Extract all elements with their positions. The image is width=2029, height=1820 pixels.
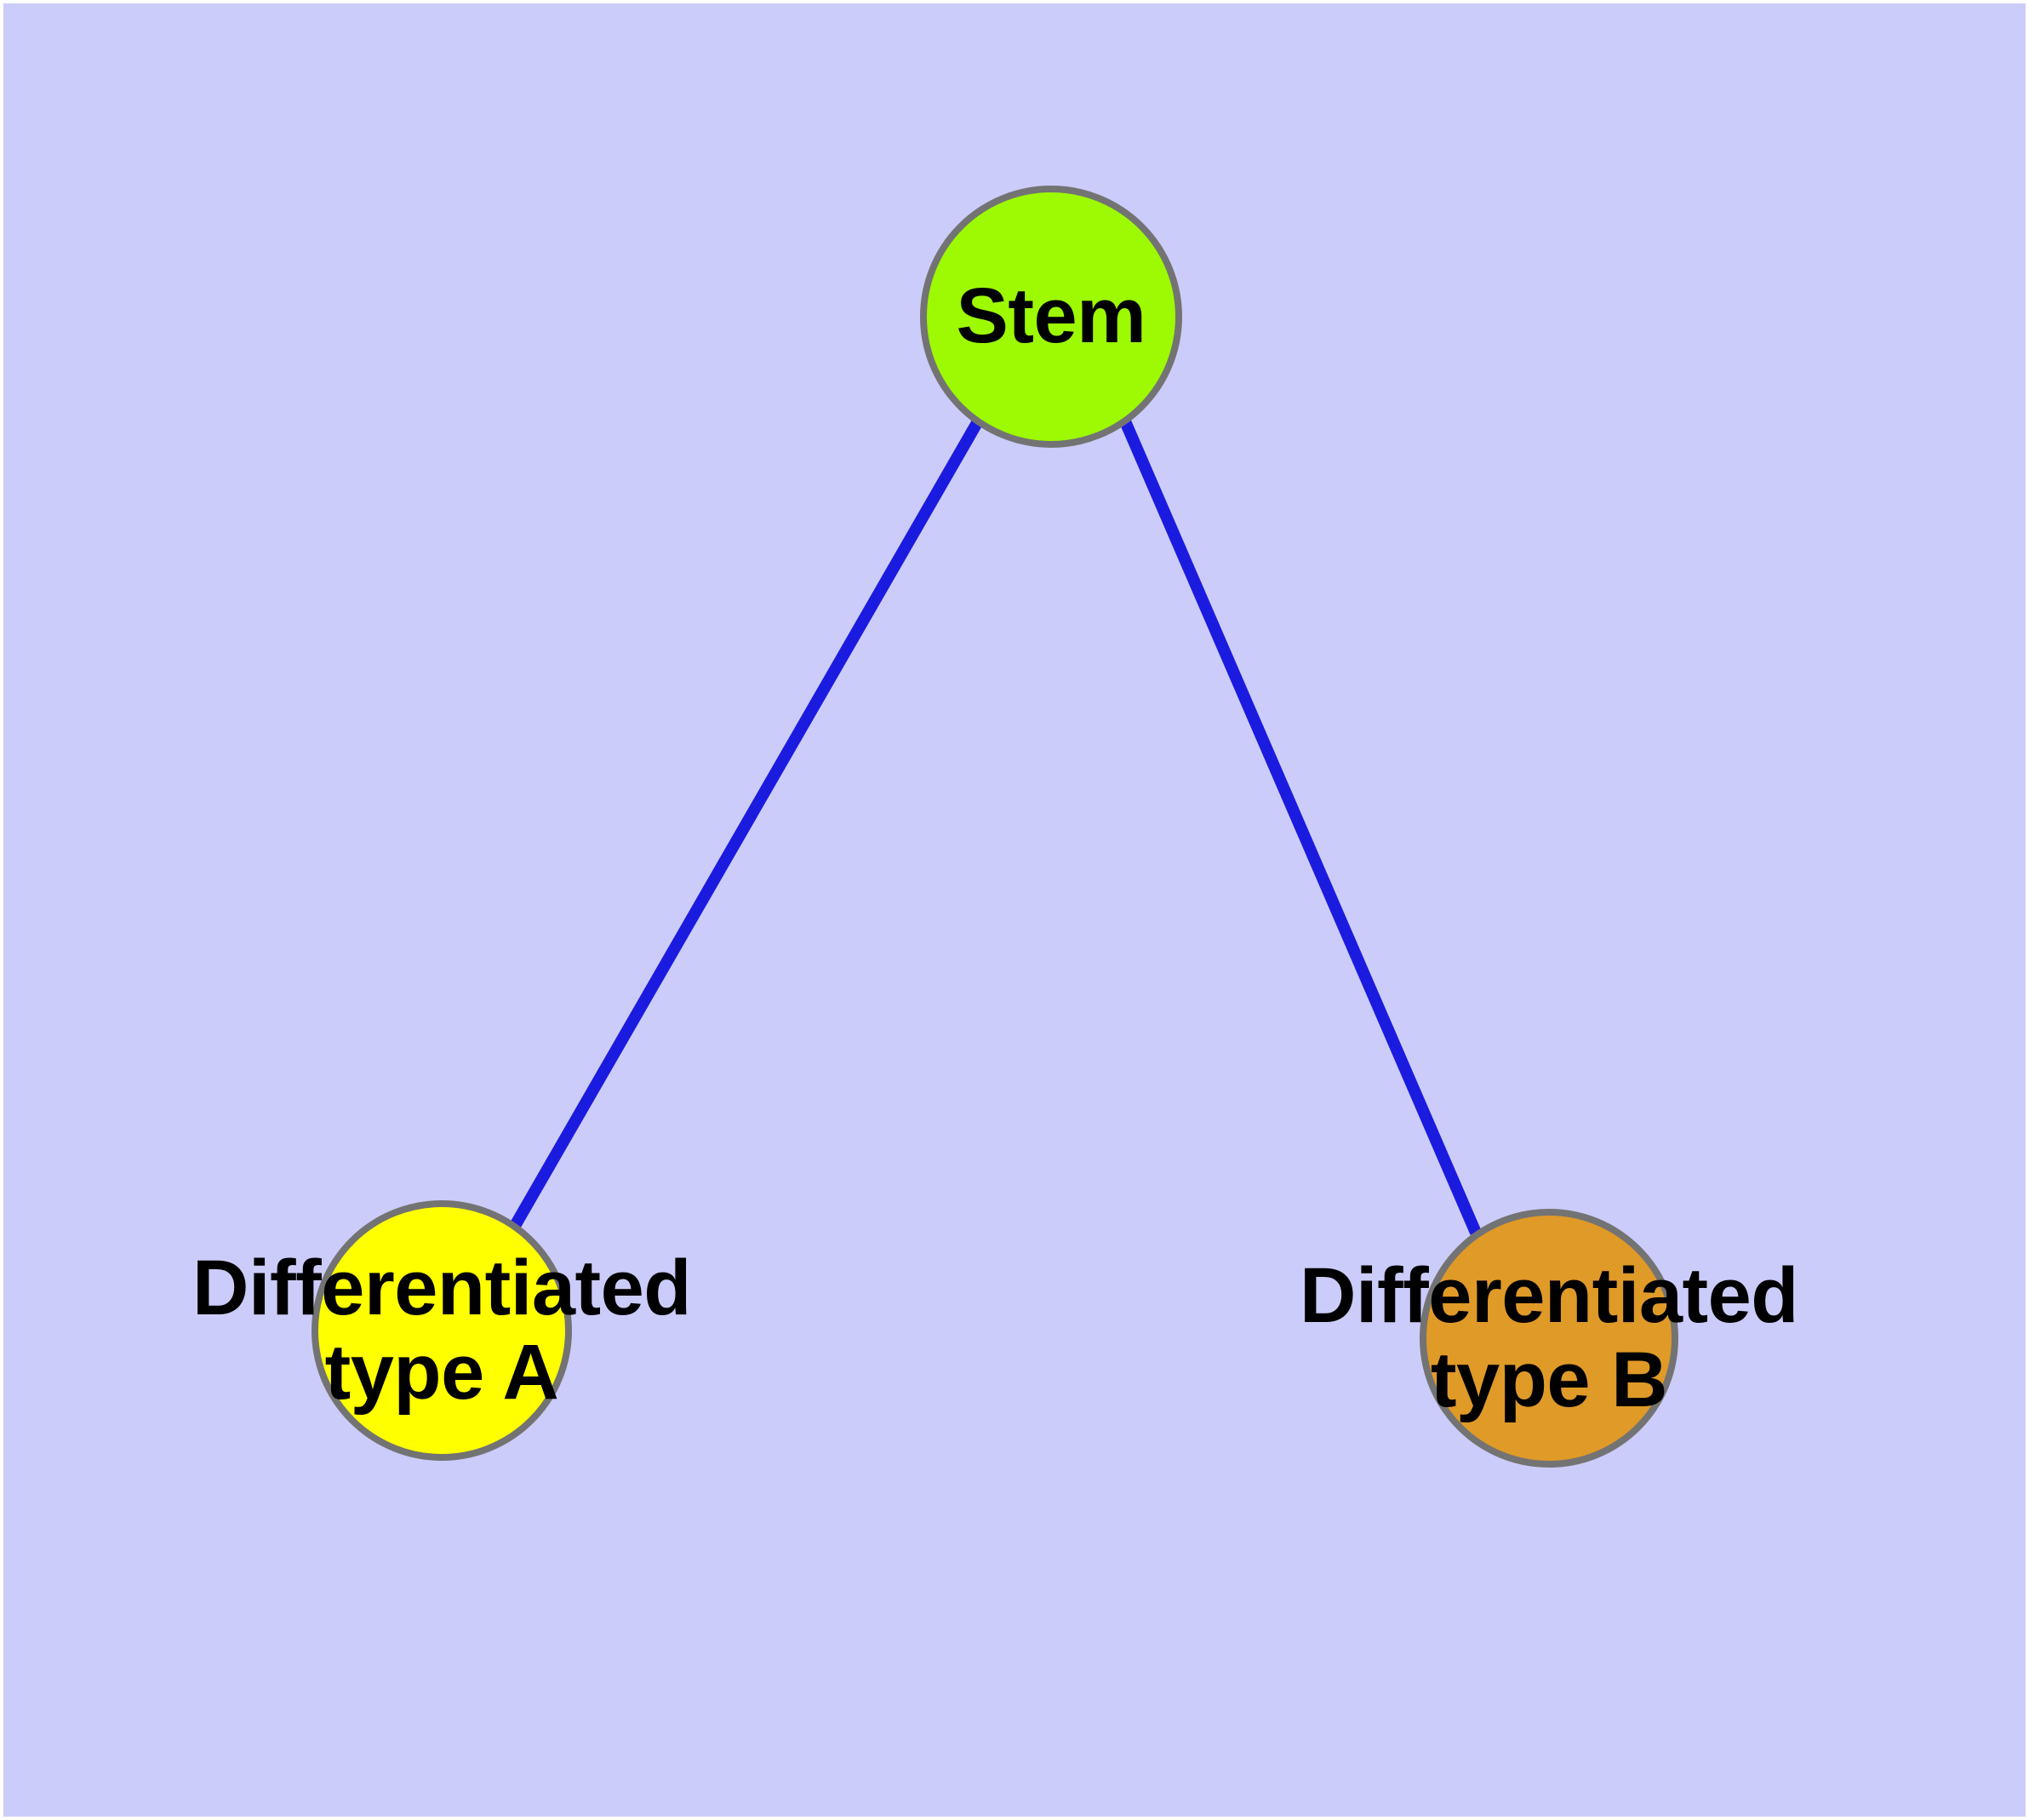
edge-layer <box>509 418 1482 1235</box>
node-stem[interactable] <box>920 186 1182 448</box>
node-layer <box>311 186 1678 1468</box>
edge-stem-to-diff-a[interactable] <box>509 418 984 1229</box>
edge-stem-to-diff-b[interactable] <box>1119 419 1482 1235</box>
node-differentiated-type-b[interactable] <box>1420 1209 1678 1468</box>
node-differentiated-type-a[interactable] <box>311 1200 572 1461</box>
